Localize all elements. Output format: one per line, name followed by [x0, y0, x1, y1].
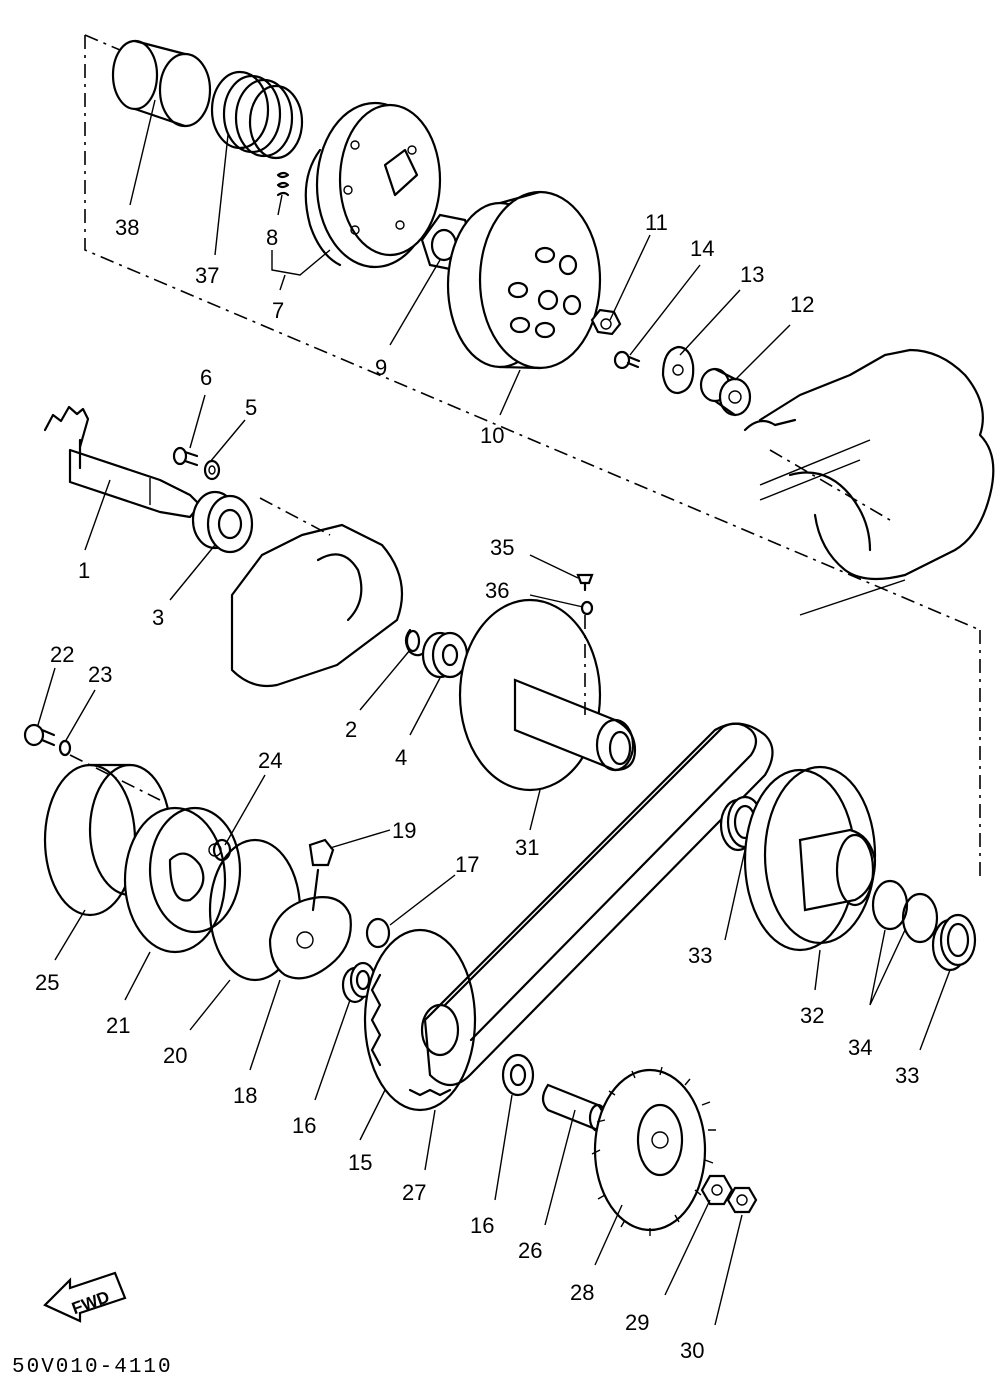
part-29-washer: [700, 1174, 734, 1206]
part-23-washer: [58, 739, 72, 757]
part-labels: 1 2 3 4 5 6 7 8 9 10 11 12 13 14 15 16 1…: [35, 210, 919, 1363]
part-30-nut: [726, 1186, 758, 1214]
label-part-28: 28: [570, 1280, 594, 1305]
label-part-32: 32: [800, 1003, 824, 1028]
label-part-34: 34: [848, 1035, 872, 1060]
part-10-clutch-housing: [446, 190, 602, 370]
label-part-10: 10: [480, 423, 504, 448]
label-part-1: 1: [78, 558, 90, 583]
label-part-2: 2: [345, 717, 357, 742]
label-part-38: 38: [115, 215, 139, 240]
leader-lines: [37, 99, 951, 1326]
label-part-26: 26: [518, 1238, 542, 1263]
label-part-6: 6: [200, 365, 212, 390]
part-38-clutch-housing-ring: [111, 39, 212, 128]
engine-case-outline: [743, 348, 995, 616]
part-22-bolt: [23, 723, 56, 747]
label-part-20: 20: [163, 1043, 187, 1068]
part-6-bolt: [172, 446, 199, 467]
part-19-slider: [308, 838, 335, 867]
label-part-7: 7: [272, 298, 284, 323]
part-33-oil-seal-lower: [931, 913, 977, 972]
part-7-clutch-shoe-assembly: [304, 101, 442, 269]
part-24-ring: [212, 838, 232, 862]
part-36-pin: [580, 600, 594, 616]
part-28-fan: [591, 1066, 716, 1236]
part-35-screw: [576, 573, 594, 592]
drawing-code: 50V010-4110: [12, 1356, 173, 1379]
label-part-11: 11: [645, 210, 668, 235]
part-16-bushing-right: [501, 1053, 535, 1097]
part-3-bearing: [191, 490, 254, 554]
label-part-30: 30: [680, 1338, 704, 1363]
part-5-washer: [203, 459, 221, 481]
label-part-29: 29: [625, 1310, 649, 1335]
part-18-cam-plate: [268, 868, 352, 980]
label-part-21: 21: [106, 1013, 130, 1038]
part-17-weight: [365, 917, 391, 949]
label-part-35: 35: [490, 535, 514, 560]
label-part-12: 12: [790, 292, 814, 317]
label-part-16-left: 16: [292, 1113, 316, 1138]
v-belt: [423, 722, 774, 1087]
label-part-24: 24: [258, 748, 282, 773]
part-11-nut: [590, 308, 622, 336]
part-13-plate: [661, 345, 695, 395]
label-part-17: 17: [455, 852, 479, 877]
label-part-16-right: 16: [470, 1213, 494, 1238]
forward-arrow-icon: FWD: [43, 1271, 127, 1323]
label-part-37: 37: [195, 263, 219, 288]
transmission-cover: [230, 497, 404, 688]
part-21-primary-sheave: [123, 806, 242, 954]
part-32-secondary-fixed-sheave: [743, 765, 877, 952]
label-part-36: 36: [485, 578, 509, 603]
label-part-33-lower: 33: [895, 1063, 919, 1088]
label-part-27: 27: [402, 1180, 426, 1205]
label-part-5: 5: [245, 395, 257, 420]
part-31-secondary-sheave: [458, 598, 637, 792]
label-part-8: 8: [266, 225, 278, 250]
part-34-o-rings: [871, 879, 939, 944]
part-26-collar: [541, 1083, 608, 1133]
label-part-4: 4: [395, 745, 407, 770]
label-part-33-upper: 33: [688, 943, 712, 968]
part-37-spring: [210, 70, 304, 160]
label-part-13: 13: [740, 262, 764, 287]
label-part-25: 25: [35, 970, 59, 995]
label-part-31: 31: [515, 835, 539, 860]
label-part-3: 3: [152, 605, 164, 630]
part-4-bearing: [421, 631, 469, 679]
part-8-small-spring: [276, 171, 290, 197]
part-14-screw: [613, 350, 641, 370]
frame-lines: [84, 34, 981, 880]
label-part-15: 15: [348, 1150, 372, 1175]
part-12-bearing: [699, 367, 752, 417]
label-part-22: 22: [50, 642, 74, 667]
label-part-9: 9: [375, 355, 387, 380]
part-15-primary-sliding-sheave: [363, 928, 477, 1112]
label-part-14: 14: [690, 236, 714, 261]
label-part-18: 18: [233, 1083, 257, 1108]
label-part-23: 23: [88, 662, 112, 687]
label-part-19: 19: [392, 818, 416, 843]
